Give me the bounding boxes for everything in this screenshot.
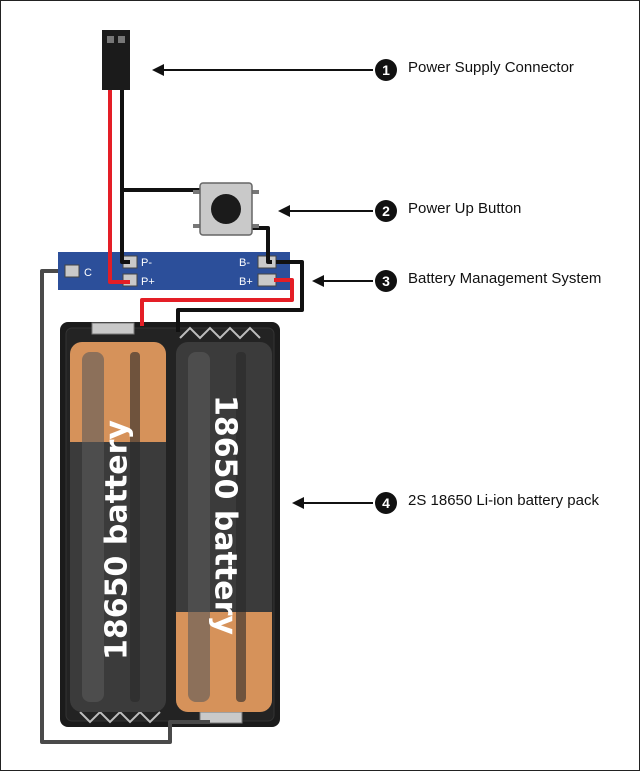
callout-label-battery-management-system: Battery Management System: [408, 270, 602, 287]
bms-pin-p-minus: P-: [141, 257, 152, 269]
callout-label-power-up-button: Power Up Button: [408, 200, 522, 217]
power-button: [193, 182, 259, 236]
negative-wire-battery: [176, 260, 304, 332]
callout-badge-4: 4: [375, 492, 397, 514]
negative-wire-output: [120, 88, 130, 264]
callout-badge-2: 2: [375, 200, 397, 222]
battery-cell-left: [70, 342, 166, 712]
bms-board: [58, 252, 290, 290]
bms-pin-p-plus: P+: [141, 276, 155, 288]
bms-pin-c: C: [84, 267, 92, 279]
battery-label-right: 18650 battery: [208, 395, 243, 635]
power-connector: [102, 30, 130, 90]
callout-badge-3: 3: [375, 270, 397, 292]
callout-label-power-supply-connector: Power Supply Connector: [408, 59, 574, 76]
positive-wire-battery: [140, 278, 294, 326]
positive-wire-output: [108, 88, 130, 284]
balance-wire: [40, 269, 210, 744]
battery-label-left: 18650 battery: [100, 420, 135, 660]
callout-label-battery-pack: 2S 18650 Li-ion battery pack: [408, 492, 599, 509]
bms-pin-b-minus: B-: [239, 257, 250, 269]
bms-pin-b-plus: B+: [239, 276, 253, 288]
battery-cell-right: [176, 342, 272, 712]
callout-arrows: [152, 64, 373, 509]
callout-badge-1: 1: [375, 59, 397, 81]
